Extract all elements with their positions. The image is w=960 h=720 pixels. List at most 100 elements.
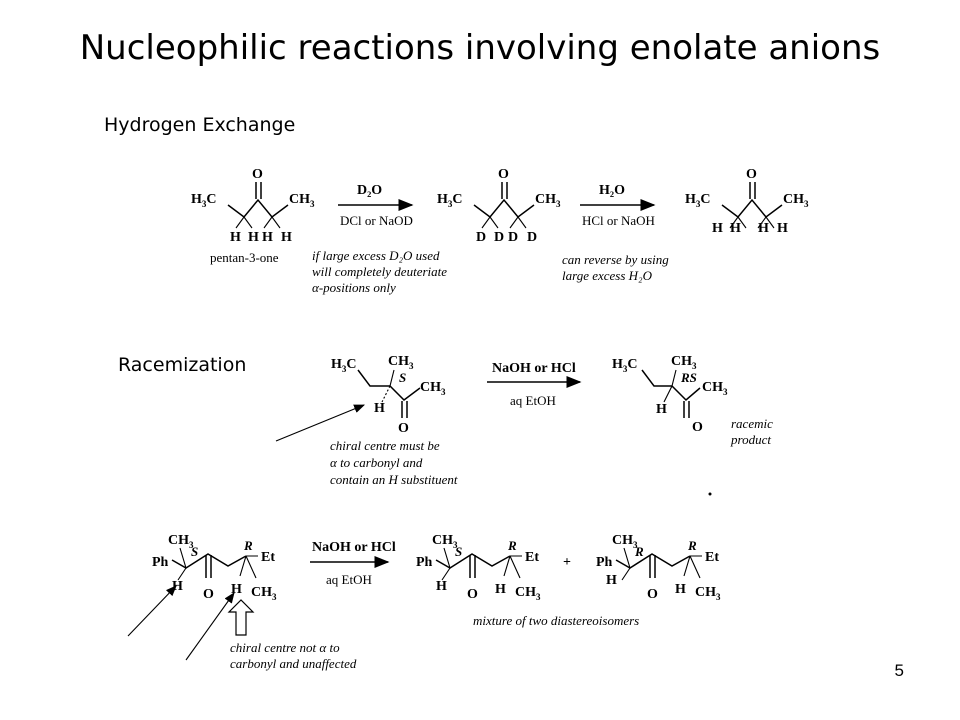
note-alpha-1: chiral centre must be — [330, 438, 440, 453]
svg-text:S: S — [191, 544, 198, 559]
compound-name: pentan-3-one — [210, 250, 279, 265]
svg-text:H3C: H3C — [685, 192, 711, 209]
config-label-s: S — [399, 370, 406, 385]
svg-text:O: O — [647, 587, 658, 602]
hollow-up-arrow — [227, 599, 255, 636]
epimerization-reagent: NaOH or HCl — [312, 540, 396, 555]
svg-text:R: R — [634, 544, 644, 559]
page-number: 5 — [894, 661, 904, 680]
svg-text:CH3: CH3 — [515, 585, 541, 602]
note-reverse-2: large excess H₂O — [562, 268, 653, 283]
svg-text:Et: Et — [261, 550, 275, 565]
svg-text:H: H — [730, 221, 741, 236]
diastereomer-2-structure: Ph CH3 R H O R Et H CH3 — [596, 533, 721, 602]
svg-text:O: O — [252, 167, 263, 182]
svg-text:Ph: Ph — [416, 555, 433, 570]
config-label-rs: RS — [680, 370, 697, 385]
svg-text:O: O — [498, 167, 509, 182]
arrow1-condition: DCl or NaOD — [340, 213, 413, 228]
arrow2-condition: HCl or NaOH — [582, 213, 655, 228]
epimerization-condition: aq EtOH — [326, 572, 372, 587]
svg-text:H: H — [606, 573, 617, 588]
svg-text:O: O — [203, 587, 214, 602]
note-deuteriation-2: will completely deuteriate — [312, 264, 447, 279]
svg-text:O: O — [692, 420, 703, 435]
svg-text:D: D — [508, 230, 518, 245]
svg-text:R: R — [507, 538, 517, 553]
svg-text:CH3: CH3 — [289, 192, 315, 209]
svg-text:O: O — [746, 167, 757, 182]
note-unaffected-2: carbonyl and unaffected — [230, 656, 357, 671]
arrow2-reagent: H₂O — [599, 183, 625, 198]
pointer-arrow-s-centre — [127, 585, 177, 637]
svg-text:H3C: H3C — [331, 357, 357, 374]
svg-text:CH3: CH3 — [671, 354, 697, 371]
stray-dot — [708, 492, 712, 496]
svg-text:Et: Et — [705, 550, 719, 565]
svg-text:CH3: CH3 — [168, 533, 194, 550]
svg-text:H: H — [777, 221, 788, 236]
note-deuteriation-1: if large excess D₂O used — [312, 248, 440, 263]
svg-text:D: D — [494, 230, 504, 245]
svg-text:H: H — [231, 582, 242, 597]
svg-text:H: H — [248, 230, 259, 245]
svg-text:H: H — [436, 579, 447, 594]
svg-text:D: D — [476, 230, 486, 245]
pointer-arrow-alpha — [275, 404, 366, 442]
svg-text:O: O — [467, 587, 478, 602]
svg-text:H: H — [758, 221, 769, 236]
note-alpha-2: α to carbonyl and — [330, 455, 423, 470]
svg-text:H: H — [230, 230, 241, 245]
section-hydrogen-exchange: Hydrogen Exchange — [104, 114, 296, 136]
svg-text:Ph: Ph — [596, 555, 613, 570]
note-reverse-1: can reverse by using — [562, 252, 669, 267]
chiral-ketone-structure: H3C CH3 S CH3 H O — [331, 354, 446, 436]
svg-text:H: H — [281, 230, 292, 245]
note-alpha-3: contain an H substituent — [330, 472, 458, 487]
svg-text:O: O — [398, 421, 409, 436]
svg-text:CH3: CH3 — [535, 192, 561, 209]
svg-text:CH3: CH3 — [420, 380, 446, 397]
svg-text:CH3: CH3 — [432, 533, 458, 550]
note-deuteriation-3: α-positions only — [312, 280, 396, 295]
svg-text:H: H — [374, 401, 385, 416]
svg-text:D: D — [527, 230, 537, 245]
svg-text:H: H — [262, 230, 273, 245]
diketone-reactant-structure: Ph CH3 S H O R Et H CH3 — [152, 533, 277, 602]
svg-text:Ph: Ph — [152, 555, 169, 570]
pointer-arrow-r-centre — [185, 592, 235, 661]
svg-text:CH3: CH3 — [612, 533, 638, 550]
racemic-label-2: product — [730, 432, 771, 447]
svg-text:R: R — [687, 538, 697, 553]
racemic-label-1: racemic — [731, 416, 773, 431]
svg-text:CH3: CH3 — [783, 192, 809, 209]
section-racemization: Racemization — [118, 354, 247, 376]
svg-text:H: H — [172, 579, 183, 594]
svg-text:H: H — [656, 402, 667, 417]
svg-text:H: H — [495, 582, 506, 597]
svg-text:CH3: CH3 — [695, 585, 721, 602]
arrow1-reagent: D₂O — [357, 183, 382, 198]
svg-text:H: H — [712, 221, 723, 236]
svg-text:H3C: H3C — [612, 357, 638, 374]
svg-text:H: H — [675, 582, 686, 597]
racemization-reagent: NaOH or HCl — [492, 361, 576, 376]
svg-text:CH3: CH3 — [251, 585, 277, 602]
svg-text:H3C: H3C — [191, 192, 217, 209]
svg-text:H3C: H3C — [437, 192, 463, 209]
page-title: Nucleophilic reactions involving enolate… — [79, 28, 881, 68]
svg-text:R: R — [243, 538, 253, 553]
plus-sign: + — [563, 555, 571, 570]
diastereomer-caption: mixture of two diastereoisomers — [473, 613, 639, 628]
diastereomer-1-structure: Ph CH3 S H O R Et H CH3 — [416, 533, 541, 602]
racemic-product-structure: H3C CH3 RS CH3 H O — [612, 354, 728, 435]
racemization-condition: aq EtOH — [510, 393, 556, 408]
note-unaffected-1: chiral centre not α to — [230, 640, 340, 655]
svg-text:Et: Et — [525, 550, 539, 565]
svg-text:CH3: CH3 — [388, 354, 414, 371]
